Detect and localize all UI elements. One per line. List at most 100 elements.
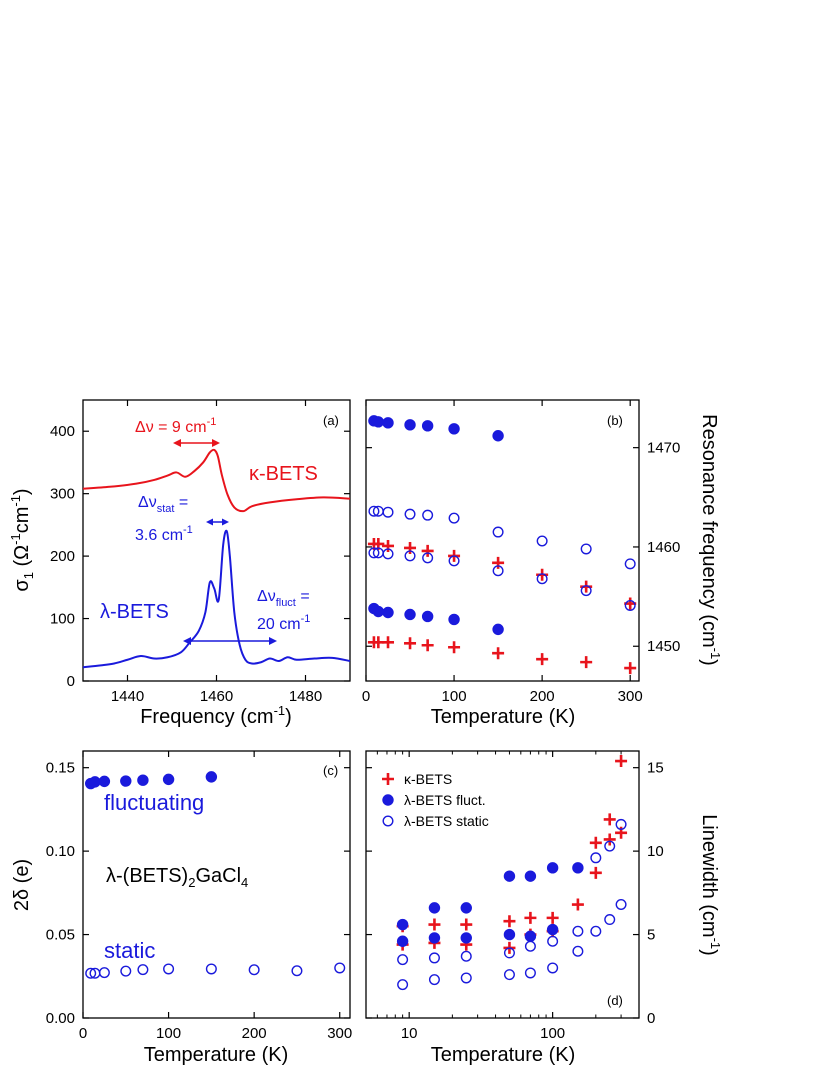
- delta-nu-arrow: [173, 439, 220, 447]
- data-point: [422, 509, 434, 521]
- data-point: [580, 656, 593, 669]
- x-tick-label: 200: [530, 688, 555, 705]
- y-tick-label: 0.15: [46, 760, 75, 777]
- y-tick-label: 1450: [647, 638, 680, 655]
- data-point: [421, 420, 434, 432]
- annotation-delta-nu-fluct: Δνfluct =: [257, 588, 310, 609]
- y-tick-label: 5: [647, 927, 655, 944]
- data-point: [404, 550, 416, 562]
- y-tick-label: 1460: [647, 539, 680, 556]
- data-point: [382, 606, 394, 619]
- data-point: [397, 954, 409, 966]
- data-point: [572, 862, 584, 874]
- data-point: [248, 964, 260, 976]
- y-tick-label: 400: [50, 423, 75, 440]
- data-point: [85, 967, 97, 979]
- annotation-lambda-bets: λ-BETS: [100, 601, 169, 623]
- panel-a-xlabel: Frequency (cm-1): [140, 703, 292, 728]
- panel-c-frame: [82, 750, 351, 1019]
- data-point: [572, 945, 584, 957]
- x-tick-label: 200: [242, 1025, 267, 1042]
- data-point: [492, 565, 504, 577]
- data-point: [404, 508, 416, 520]
- data-point: [404, 637, 417, 650]
- data-point: [162, 773, 175, 786]
- data-point: [98, 967, 110, 979]
- data-point: [120, 965, 132, 977]
- data-point: [428, 918, 441, 931]
- data-point: [382, 548, 394, 560]
- data-point: [624, 558, 636, 570]
- data-point: [422, 552, 434, 564]
- data-point: [503, 915, 516, 928]
- y-tick-label: 0: [67, 673, 75, 690]
- panel-d-series-layer: [396, 755, 628, 991]
- y-tick-label: 100: [50, 611, 75, 628]
- y-tick-label: 0.05: [46, 927, 75, 944]
- data-point: [368, 547, 380, 559]
- data-point: [546, 923, 559, 936]
- y-tick-label: 10: [647, 843, 664, 860]
- data-point: [372, 416, 385, 428]
- data-point: [448, 555, 460, 567]
- x-tick-label: 0: [79, 1025, 87, 1042]
- panel-c-series-layer: [85, 771, 346, 979]
- data-point: [524, 930, 537, 942]
- data-point: [503, 870, 516, 882]
- data-point: [589, 866, 602, 879]
- y-tick-label: 0: [647, 1010, 655, 1027]
- data-point: [615, 755, 628, 768]
- data-point: [580, 543, 592, 555]
- data-point: [492, 556, 505, 569]
- data-point: [536, 573, 548, 585]
- panel-b-xlabel: Temperature (K): [431, 706, 576, 728]
- annotation-delta-nu-stat: Δνstat =: [138, 494, 188, 515]
- annotation-fluctuating: fluctuating: [104, 790, 204, 815]
- x-tick-label: 1440: [111, 688, 144, 705]
- x-tick-label: 1460: [200, 688, 233, 705]
- delta-nu-fluct-arrow: [183, 637, 277, 645]
- data-point: [382, 417, 394, 429]
- panel-c-label: (c): [323, 763, 338, 778]
- data-point: [524, 911, 537, 924]
- panel-a-series-layer: [82, 448, 351, 669]
- data-point: [428, 974, 440, 986]
- series-line-0: [82, 448, 351, 513]
- data-point: [524, 940, 536, 952]
- data-point: [590, 852, 602, 864]
- data-point: [428, 952, 440, 964]
- data-point: [421, 639, 434, 652]
- data-point: [603, 833, 616, 846]
- x-tick-label: 1480: [289, 688, 322, 705]
- data-point: [291, 965, 303, 977]
- data-point: [448, 512, 460, 524]
- panel-d-frame: [365, 750, 640, 1019]
- legend-entry: κ-BETS: [404, 771, 452, 787]
- data-point: [382, 636, 395, 649]
- data-point: [547, 935, 559, 947]
- panel-c-ylabel: 2δ (e): [11, 859, 33, 911]
- panel-d-ylabel: Linewidth (cm-1): [698, 814, 723, 956]
- data-point: [589, 836, 602, 849]
- data-point: [382, 506, 394, 518]
- data-point: [205, 963, 217, 975]
- data-point: [604, 840, 616, 852]
- panel-d-xlabel: Temperature (K): [431, 1044, 576, 1066]
- legend-entry: λ-BETS static: [404, 813, 489, 829]
- data-point: [404, 419, 416, 431]
- data-point: [590, 925, 602, 937]
- data-point: [448, 423, 460, 435]
- data-point: [546, 911, 559, 924]
- data-point: [547, 962, 559, 974]
- legend-marker: [382, 815, 394, 827]
- data-point: [571, 898, 584, 911]
- data-point: [460, 972, 472, 984]
- legend-marker: [382, 794, 394, 806]
- data-point: [137, 774, 149, 786]
